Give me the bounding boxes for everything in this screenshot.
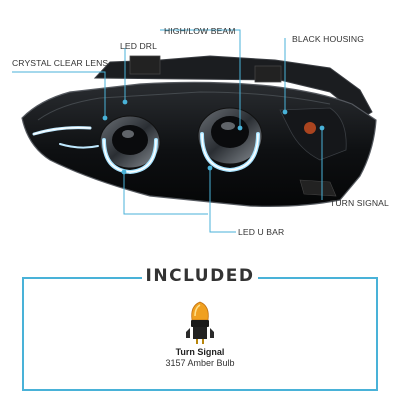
callout-led-u-bar: LED U BAR (238, 227, 285, 237)
callout-crystal-clear-lens: CRYSTAL CLEAR LENS (12, 58, 109, 68)
included-title: INCLUDED (145, 266, 255, 286)
callout-led-drl: LED DRL (120, 41, 157, 51)
callout-black-housing: BLACK HOUSING (292, 34, 364, 44)
headlight-image (12, 29, 377, 233)
callout-turn-signal: TURN SIGNAL (330, 198, 389, 208)
bulb-description: 3157 Amber Bulb (165, 358, 235, 368)
bulb-name: Turn Signal (175, 347, 225, 357)
included-box (22, 287, 378, 391)
amber-bulb-icon (186, 301, 214, 344)
included-border-top-left (22, 277, 142, 279)
included-border-top-right (258, 277, 378, 279)
callout-high-low-beam: HIGH/LOW BEAM (164, 26, 236, 36)
